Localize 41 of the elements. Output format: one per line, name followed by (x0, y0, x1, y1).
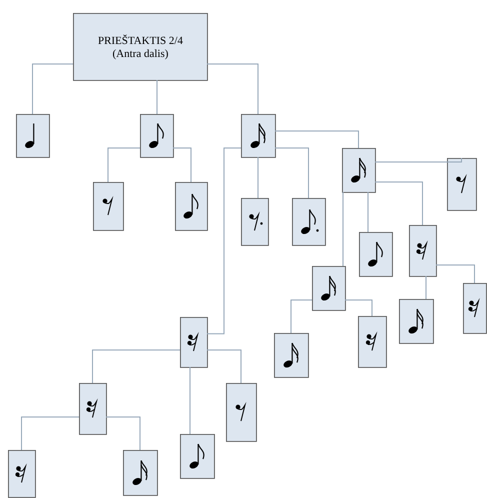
connector-line (21, 416, 80, 450)
connector-line (290, 300, 312, 334)
symbol-box (342, 148, 376, 193)
symbol-box (180, 317, 208, 368)
symbol-box (447, 158, 477, 211)
symbol-box (241, 198, 269, 246)
symbol-box (140, 114, 174, 158)
connector-line (172, 148, 192, 182)
connector-line (92, 350, 180, 384)
symbol-box (123, 450, 158, 496)
connector-line (106, 416, 140, 450)
connector-line (274, 130, 359, 148)
symbol-box (292, 198, 326, 246)
connector-line (156, 80, 158, 114)
connector-line (374, 182, 423, 226)
symbol-box (79, 383, 107, 435)
symbol-box (358, 316, 387, 368)
connector-line (32, 64, 74, 114)
symbol-box (16, 114, 50, 158)
symbol-box (8, 450, 36, 498)
connector-line (436, 264, 475, 284)
symbol-box (175, 182, 208, 231)
title-box: PRIEŠTAKTIS 2/4 (Antra dalis) (73, 13, 208, 81)
symbol-box (274, 333, 309, 378)
connector-line (374, 158, 462, 162)
connector-line (206, 350, 242, 384)
connector-line (206, 64, 258, 114)
symbol-box (241, 114, 276, 158)
symbol-box (399, 299, 434, 344)
connector-line (344, 300, 372, 316)
symbol-box (312, 266, 346, 311)
connector-line (108, 148, 140, 182)
symbol-box (359, 232, 393, 277)
symbol-box (409, 225, 437, 277)
symbol-box (93, 182, 124, 231)
symbol-box (463, 283, 487, 334)
connector-line (274, 148, 309, 198)
connector-line (342, 192, 344, 266)
connector-line (206, 148, 242, 334)
symbol-box (180, 434, 215, 479)
symbol-box (226, 383, 257, 442)
